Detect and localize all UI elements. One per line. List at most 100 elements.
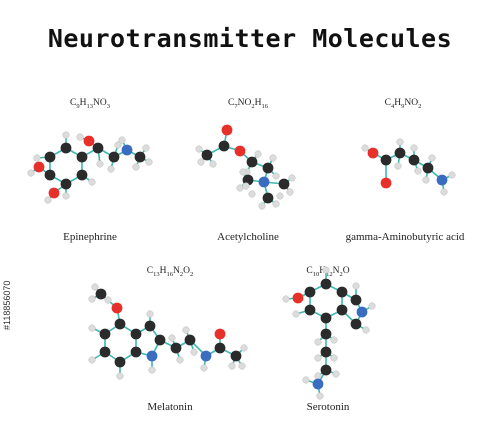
carbon-atom [304, 304, 316, 316]
hydrogen-atom [195, 145, 203, 153]
carbon-atom [218, 140, 230, 152]
oxygen-atom [83, 135, 95, 147]
nitrogen-atom [200, 350, 212, 362]
oxygen-atom [48, 187, 60, 199]
hydrogen-atom [88, 324, 96, 332]
nitrogen-atom [436, 174, 448, 186]
hydrogen-atom [88, 356, 96, 364]
name-serotonin: Serotonin [306, 401, 350, 413]
carbon-atom [130, 328, 142, 340]
hydrogen-atom [118, 136, 126, 144]
hydrogen-atom [394, 162, 402, 170]
oxygen-atom [214, 328, 226, 340]
hydrogen-atom [44, 196, 52, 204]
formula-melatonin: C13H16N2O2 [146, 266, 194, 278]
carbon-atom [60, 178, 72, 190]
name-epinephrine: Epinephrine [63, 231, 117, 243]
oxygen-atom [111, 302, 123, 314]
nitrogen-atom [258, 176, 270, 188]
carbon-atom [92, 142, 104, 154]
hydrogen-atom [190, 348, 198, 356]
hydrogen-atom [422, 176, 430, 184]
carbon-atom [214, 342, 226, 354]
carbon-atom [130, 346, 142, 358]
hydrogen-atom [240, 344, 248, 352]
hydrogen-atom [440, 188, 448, 196]
hydrogen-atom [107, 165, 115, 173]
hydrogen-atom [448, 171, 456, 179]
hydrogen-atom [114, 141, 122, 149]
carbon-atom [114, 318, 126, 330]
carbon-atom [76, 151, 88, 163]
hydrogen-atom [272, 172, 280, 180]
carbon-atom [304, 286, 316, 298]
oxygen-atom [33, 161, 45, 173]
carbon-atom [99, 328, 111, 340]
hydrogen-atom [314, 338, 322, 346]
hydrogen-atom [76, 133, 84, 141]
oxygen-atom [367, 147, 379, 159]
oxygen-atom [292, 292, 304, 304]
hydrogen-atom [292, 310, 300, 318]
carbon-atom [44, 151, 56, 163]
carbon-atom [114, 356, 126, 368]
hydrogen-atom [132, 163, 140, 171]
formula-epinephrine: C9H13NO3 [70, 98, 110, 110]
hydrogen-atom [228, 362, 236, 370]
carbon-atom [278, 178, 290, 190]
hydrogen-atom [88, 178, 96, 186]
hydrogen-atom [254, 150, 262, 158]
hydrogen-atom [269, 154, 277, 162]
hydrogen-atom [27, 169, 35, 177]
hydrogen-atom [258, 202, 266, 210]
hydrogen-atom [148, 366, 156, 374]
carbon-atom [394, 147, 406, 159]
hydrogen-atom [314, 372, 322, 380]
oxygen-atom [234, 145, 246, 157]
hydrogen-atom [316, 392, 324, 400]
hydrogen-atom [182, 326, 190, 334]
hydrogen-atom [410, 144, 418, 152]
carbon-atom [320, 328, 332, 340]
nitrogen-atom [312, 378, 324, 390]
carbon-atom [320, 346, 332, 358]
hydrogen-atom [209, 160, 217, 168]
carbon-atom [336, 304, 348, 316]
carbon-atom [201, 149, 213, 161]
name-acetylcholine: Acetylcholine [217, 231, 279, 243]
hydrogen-atom [414, 167, 422, 175]
carbon-atom [350, 294, 362, 306]
carbon-atom [230, 350, 242, 362]
nitrogen-atom [121, 144, 133, 156]
hydrogen-atom [288, 174, 296, 182]
hydrogen-atom [239, 168, 247, 176]
hydrogen-atom [330, 354, 338, 362]
hydrogen-atom [322, 266, 330, 274]
hydrogen-atom [91, 283, 99, 291]
carbon-atom [336, 286, 348, 298]
hydrogen-atom [286, 188, 294, 196]
hydrogen-atom [248, 190, 256, 198]
hydrogen-atom [116, 372, 124, 380]
carbon-atom [320, 364, 332, 376]
hydrogen-atom [62, 131, 70, 139]
formula-gaba: C4H9NO2 [384, 98, 422, 110]
page-title: Neurotransmitter Molecules [47, 24, 453, 53]
hydrogen-atom [146, 310, 154, 318]
hydrogen-atom [352, 282, 360, 290]
hydrogen-atom [96, 160, 104, 168]
hydrogen-atom [396, 138, 404, 146]
oxygen-atom [221, 124, 233, 136]
hydrogen-atom [282, 295, 290, 303]
carbon-atom [350, 318, 362, 330]
carbon-atom [184, 334, 196, 346]
hydrogen-atom [104, 296, 112, 304]
hydrogen-atom [88, 295, 96, 303]
carbon-atom [44, 169, 56, 181]
carbon-atom [95, 288, 107, 300]
carbon-atom [76, 169, 88, 181]
carbon-atom [422, 162, 434, 174]
